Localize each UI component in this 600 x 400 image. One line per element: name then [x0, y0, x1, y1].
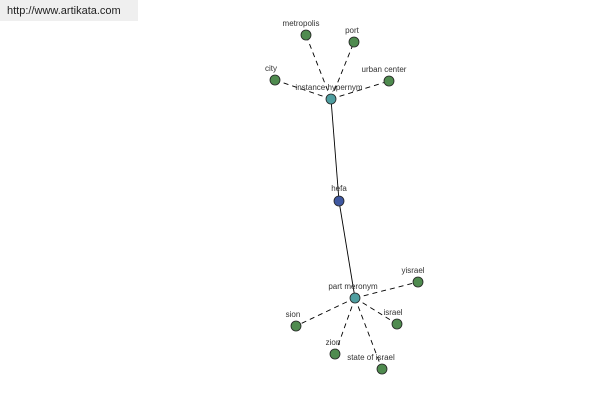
source-url-text: http://www.artikata.com: [7, 4, 121, 17]
node-urban-center[interactable]: [383, 75, 395, 87]
nodes-layer: [269, 29, 424, 375]
edge-part-meronym-yisrael: [354, 281, 419, 299]
node-part-meronym[interactable]: [349, 292, 361, 304]
edge-hefa-part-meronym: [338, 200, 356, 299]
edge-instance-hypernym-city: [274, 79, 332, 100]
node-city[interactable]: [269, 74, 281, 86]
node-label-part-meronym: part meronym: [328, 282, 378, 291]
source-url-banner: http://www.artikata.com: [0, 0, 138, 21]
edge-instance-hypernym-metropolis: [305, 34, 332, 100]
edges-layer: [274, 34, 419, 370]
edge-instance-hypernym-urban-center: [330, 80, 390, 100]
node-hefa[interactable]: [333, 195, 345, 207]
edge-instance-hypernym-port: [330, 41, 355, 100]
edge-part-meronym-sion: [295, 297, 356, 327]
node-port[interactable]: [348, 36, 360, 48]
node-sion[interactable]: [290, 320, 302, 332]
node-label-sion: sion: [286, 310, 301, 319]
node-label-zion: zion: [326, 338, 341, 347]
node-label-israel: israel: [383, 308, 402, 317]
edge-part-meronym-zion: [334, 297, 356, 355]
node-label-urban-center: urban center: [362, 65, 407, 74]
node-label-yisrael: yisrael: [401, 266, 424, 275]
node-metropolis[interactable]: [300, 29, 312, 41]
node-instance-hypernym[interactable]: [325, 93, 337, 105]
edge-part-meronym-state-of-israel: [354, 297, 383, 370]
node-yisrael[interactable]: [412, 276, 424, 288]
node-israel[interactable]: [391, 318, 403, 330]
edge-hefa-instance-hypernym: [330, 98, 340, 202]
node-label-hefa: hefa: [331, 184, 347, 193]
node-label-metropolis: metropolis: [283, 19, 320, 28]
node-label-city: city: [265, 64, 277, 73]
node-label-state-of-israel: state of israel: [347, 353, 395, 362]
node-label-port: port: [345, 26, 360, 35]
node-state-of-israel[interactable]: [376, 363, 388, 375]
node-zion[interactable]: [329, 348, 341, 360]
node-label-instance-hypernym: instance hypernym: [295, 83, 362, 92]
